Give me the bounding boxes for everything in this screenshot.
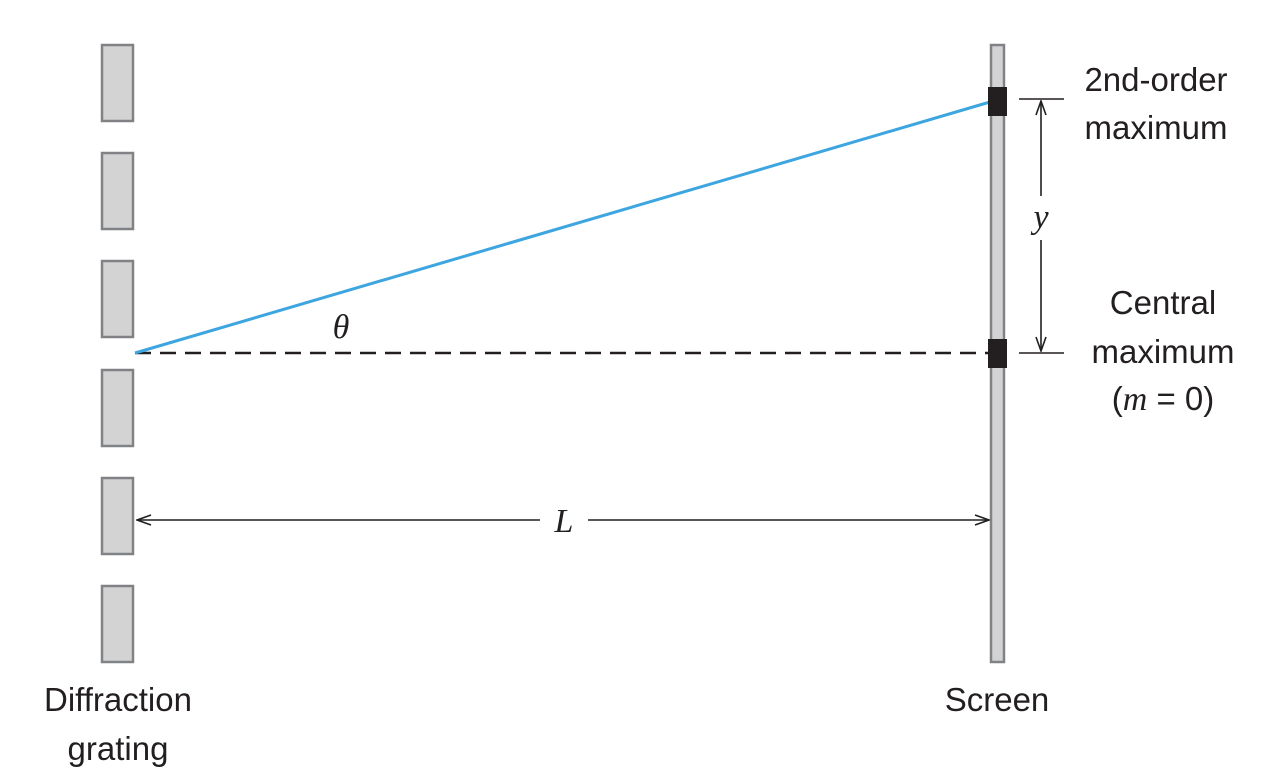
grating-label-line2: grating <box>68 730 169 767</box>
grating-label-line1: Diffraction <box>44 681 192 718</box>
second-order-label-line1: 2nd-order <box>1084 61 1227 98</box>
theta-label: θ <box>333 309 350 346</box>
y-label: y <box>1030 199 1049 236</box>
grating-bar-2 <box>100 151 135 231</box>
second-order-label-line2: maximum <box>1084 109 1227 146</box>
central-label-line1: Central <box>1110 284 1216 321</box>
central-m-symbol: m <box>1123 381 1148 418</box>
central-label-line3: (m = 0) <box>1112 380 1215 418</box>
screen-label: Screen <box>945 681 1050 718</box>
grating-bar-6 <box>100 584 135 664</box>
grating-bar-3 <box>100 259 135 339</box>
second-order-marker <box>988 87 1007 116</box>
grating-bar-4 <box>100 368 135 448</box>
central-eq-text: = 0) <box>1147 380 1214 417</box>
diffraction-grating <box>100 43 135 664</box>
grating-bar-5 <box>100 476 135 556</box>
L-label: L <box>554 503 574 540</box>
y-dimension: y <box>1019 98 1064 354</box>
central-paren-open: ( <box>1112 380 1123 417</box>
grating-bar-1 <box>100 43 135 123</box>
ray-to-second-order <box>134 100 991 355</box>
central-label-line2: maximum <box>1091 333 1234 370</box>
central-marker <box>988 339 1007 368</box>
L-dimension: L <box>137 503 989 540</box>
